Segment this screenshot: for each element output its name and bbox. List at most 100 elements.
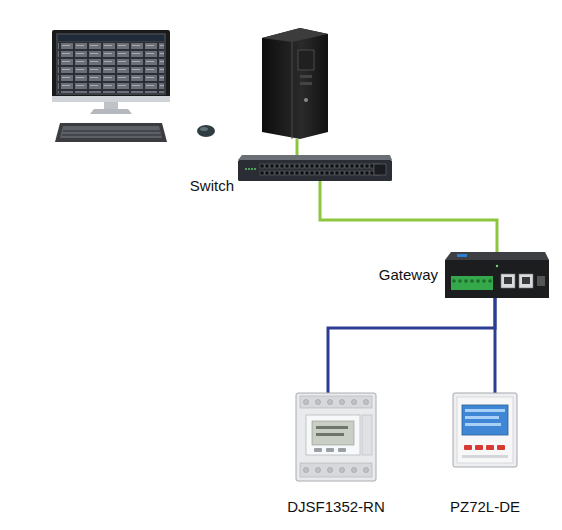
connector-group [328,298,495,393]
device-part [350,164,354,168]
device-part [504,277,512,284]
device-part [364,468,369,473]
device-part [355,171,359,175]
device-part [315,164,319,168]
din-illustration [296,393,376,481]
switch-device: Switch [238,155,392,181]
device-part [285,164,289,168]
device-part [338,448,346,452]
device-part [295,164,299,168]
device-part [254,168,256,170]
device-part [365,171,369,175]
device-part [295,171,299,175]
device-part [325,171,329,175]
device-part [458,279,462,283]
device-part [445,260,549,298]
illustration-part [56,33,166,95]
device-part [501,274,515,288]
device-part [296,393,376,481]
device-part [310,171,314,175]
network-cable [494,298,497,393]
server-illustration [262,28,328,139]
device-part [320,164,324,168]
device-part [305,164,309,168]
illustration-part [52,96,170,102]
device-part [522,277,530,284]
device-part [335,164,339,168]
device-part [238,160,392,181]
gateway-illustration [445,252,549,298]
illustration-part [60,126,162,138]
device-part [462,405,508,435]
device-part [340,468,345,473]
device-part [496,265,498,267]
device-part [265,164,269,168]
din-illustration [296,393,376,481]
device-label: PZ72L-DE [435,498,535,516]
device-part [270,171,274,175]
device-part [374,164,386,175]
device-part [326,448,334,452]
illustration-part [58,35,164,41]
device-part [464,445,472,450]
illustration-part [200,127,208,131]
illustration-part [63,131,160,132]
device-part [370,171,374,175]
device-part [248,168,250,170]
device-part [457,254,467,257]
device-part [325,164,329,168]
device-part [245,168,247,170]
connector-group [495,298,496,393]
connector-group [320,181,497,252]
device-part [470,279,474,283]
device-part [365,164,369,168]
illustration-part [300,82,312,85]
illustration-part [300,75,312,78]
device-label: DJSF1352-RN [284,498,388,516]
device-part [482,279,486,283]
device-part [316,433,344,436]
device-part [280,164,284,168]
illustration-part [104,102,118,110]
panel-illustration [453,393,517,467]
device-part [452,279,456,283]
device-part [328,468,333,473]
device-part [340,164,344,168]
device-part [304,468,309,473]
device-part [345,171,349,175]
illustration-part [197,125,215,137]
device-part [260,171,264,175]
device-part [475,445,483,450]
device-part [364,400,369,405]
device-part [316,468,321,473]
device-part [304,400,309,405]
device-part [360,164,364,168]
switch-illustration [238,155,392,181]
network-cable [328,298,495,393]
device-part [360,171,364,175]
din-device: DJSF1352-RN [296,393,376,481]
illustration-part [262,28,328,42]
illustration-part [52,30,170,100]
device-part [265,171,269,175]
illustration-part [55,123,167,142]
device-part [464,279,468,283]
device-part [320,171,324,175]
device-part [362,415,372,455]
device-label: Switch [174,177,234,195]
device-part [306,415,360,455]
keyboard-illustration [55,123,167,142]
device-part [370,164,374,168]
illustration-part [262,28,328,139]
device-part [330,164,334,168]
device-part [312,421,354,445]
illustration-part [298,50,314,70]
device-part [476,279,480,283]
device-part [519,274,533,288]
network-cable [296,139,299,156]
device-part [238,155,392,160]
gateway-illustration [445,252,549,298]
device-part [251,168,253,170]
device-part [445,252,549,260]
